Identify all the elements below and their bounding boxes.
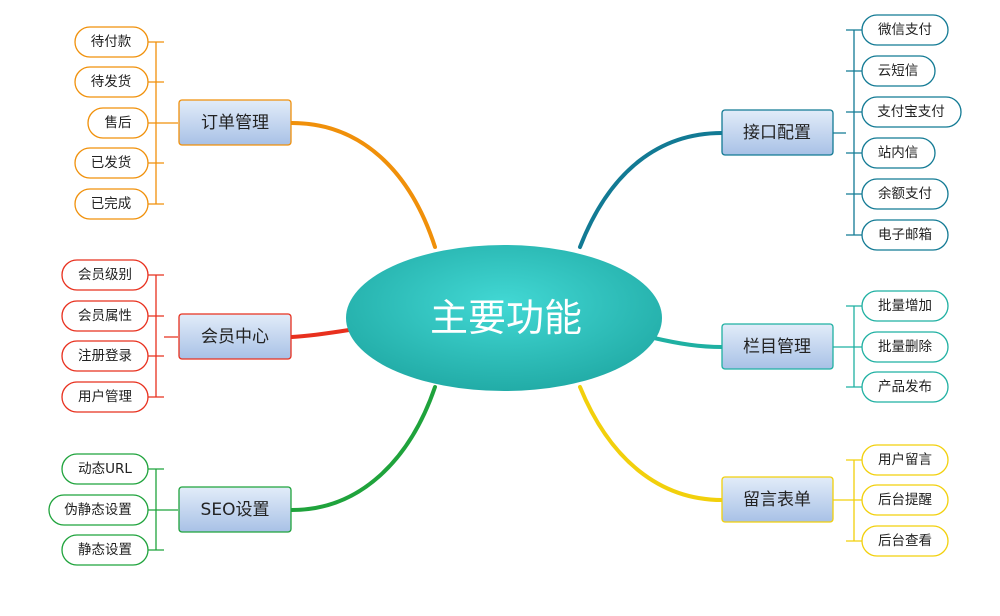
bracket-column — [833, 305, 862, 388]
branch-message: 留言表单 用户留言 后台提醒 后台查看 — [721, 444, 949, 557]
leaf-seo-1[interactable]: 动态URL — [61, 453, 149, 485]
leaf-label: 后台提醒 — [878, 492, 932, 508]
leaf-message-1[interactable]: 用户留言 — [861, 444, 949, 476]
branch-node-message[interactable]: 留言表单 — [721, 476, 834, 523]
leaf-label: 注册登录 — [78, 348, 132, 364]
bracket-message — [833, 459, 862, 542]
branch-member: 会员中心 会员级别 会员属性 注册登录 用户管理 — [61, 259, 292, 413]
leaf-message-3[interactable]: 后台查看 — [861, 525, 949, 557]
leaf-label: 会员属性 — [78, 308, 132, 324]
leaf-api-1[interactable]: 微信支付 — [861, 14, 949, 46]
branch-seo: SEO设置 动态URL 伪静态设置 静态设置 — [48, 453, 292, 566]
connector-seo — [290, 385, 437, 512]
connector-column — [652, 336, 724, 349]
leaf-label: 用户留言 — [878, 451, 932, 468]
branch-node-order[interactable]: 订单管理 — [178, 99, 292, 146]
leaf-label: 后台查看 — [878, 533, 932, 549]
leaf-column-1[interactable]: 批量增加 — [861, 290, 949, 322]
leaf-seo-3[interactable]: 静态设置 — [61, 534, 149, 566]
branch-node-column[interactable]: 栏目管理 — [721, 323, 834, 370]
leaf-label: 余额支付 — [878, 185, 932, 202]
leaf-label: 动态URL — [78, 461, 132, 477]
branch-label-member: 会员中心 — [201, 327, 269, 347]
branch-label-message: 留言表单 — [743, 490, 811, 510]
leaf-order-1[interactable]: 待付款 — [74, 26, 149, 58]
bracket-seo — [148, 468, 178, 551]
leaf-label: 待发货 — [91, 73, 132, 90]
leaf-member-4[interactable]: 用户管理 — [61, 381, 149, 413]
branch-node-member[interactable]: 会员中心 — [178, 313, 292, 360]
leaf-column-2[interactable]: 批量删除 — [861, 331, 949, 363]
leaf-api-3[interactable]: 支付宝支付 — [861, 96, 962, 128]
branch-node-api[interactable]: 接口配置 — [721, 109, 834, 156]
branch-column: 栏目管理 批量增加 批量删除 产品发布 — [721, 290, 949, 403]
leaf-order-3[interactable]: 售后 — [87, 107, 149, 139]
connector-order — [290, 121, 437, 249]
leaf-member-1[interactable]: 会员级别 — [61, 259, 149, 291]
leaf-member-2[interactable]: 会员属性 — [61, 300, 149, 332]
bracket-api — [833, 29, 862, 236]
center-label: 主要功能 — [430, 296, 582, 340]
leaf-label: 待付款 — [91, 34, 132, 50]
leaf-label: 用户管理 — [78, 388, 132, 405]
branch-label-seo: SEO设置 — [201, 500, 270, 520]
branch-label-order: 订单管理 — [201, 113, 269, 133]
leaf-api-6[interactable]: 电子邮箱 — [861, 219, 949, 251]
leaf-label: 已发货 — [91, 154, 132, 171]
branch-node-seo[interactable]: SEO设置 — [178, 486, 292, 533]
leaf-api-5[interactable]: 余额支付 — [861, 178, 949, 210]
branch-order: 订单管理 待付款 待发货 售后 已发货 已完成 — [74, 26, 292, 220]
leaf-label: 微信支付 — [878, 22, 932, 38]
leaf-api-4[interactable]: 站内信 — [861, 137, 936, 169]
leaf-label: 会员级别 — [78, 267, 132, 283]
leaf-label: 售后 — [105, 115, 132, 131]
leaf-order-2[interactable]: 待发货 — [74, 66, 149, 98]
bracket-order — [148, 41, 178, 205]
leaf-order-5[interactable]: 已完成 — [74, 188, 149, 220]
leaf-label: 已完成 — [91, 196, 132, 212]
leaf-label: 批量删除 — [878, 339, 932, 355]
leaf-label: 电子邮箱 — [878, 227, 932, 243]
leaf-label: 支付宝支付 — [877, 104, 945, 120]
leaf-api-2[interactable]: 云短信 — [861, 55, 936, 87]
leaf-label: 批量增加 — [878, 298, 932, 314]
leaf-column-3[interactable]: 产品发布 — [861, 371, 949, 403]
connector-message — [578, 385, 724, 502]
branch-api: 接口配置 微信支付 云短信 支付宝支付 站内信 余额支付 电子邮箱 — [721, 14, 962, 251]
leaf-seo-2[interactable]: 伪静态设置 — [48, 494, 149, 526]
leaf-message-2[interactable]: 后台提醒 — [861, 484, 949, 516]
connector-member — [290, 328, 351, 339]
branch-label-api: 接口配置 — [743, 123, 811, 143]
center-node[interactable]: 主要功能 — [346, 245, 662, 391]
leaf-label: 静态设置 — [78, 542, 132, 558]
connector-api — [578, 131, 724, 249]
leaf-label: 云短信 — [878, 63, 919, 79]
leaf-label: 伪静态设置 — [64, 502, 132, 518]
bracket-member — [148, 274, 178, 398]
leaf-label: 产品发布 — [878, 379, 932, 395]
leaf-member-3[interactable]: 注册登录 — [61, 340, 149, 372]
leaf-order-4[interactable]: 已发货 — [74, 147, 149, 179]
leaf-label: 站内信 — [878, 145, 919, 161]
branch-label-column: 栏目管理 — [743, 337, 811, 357]
